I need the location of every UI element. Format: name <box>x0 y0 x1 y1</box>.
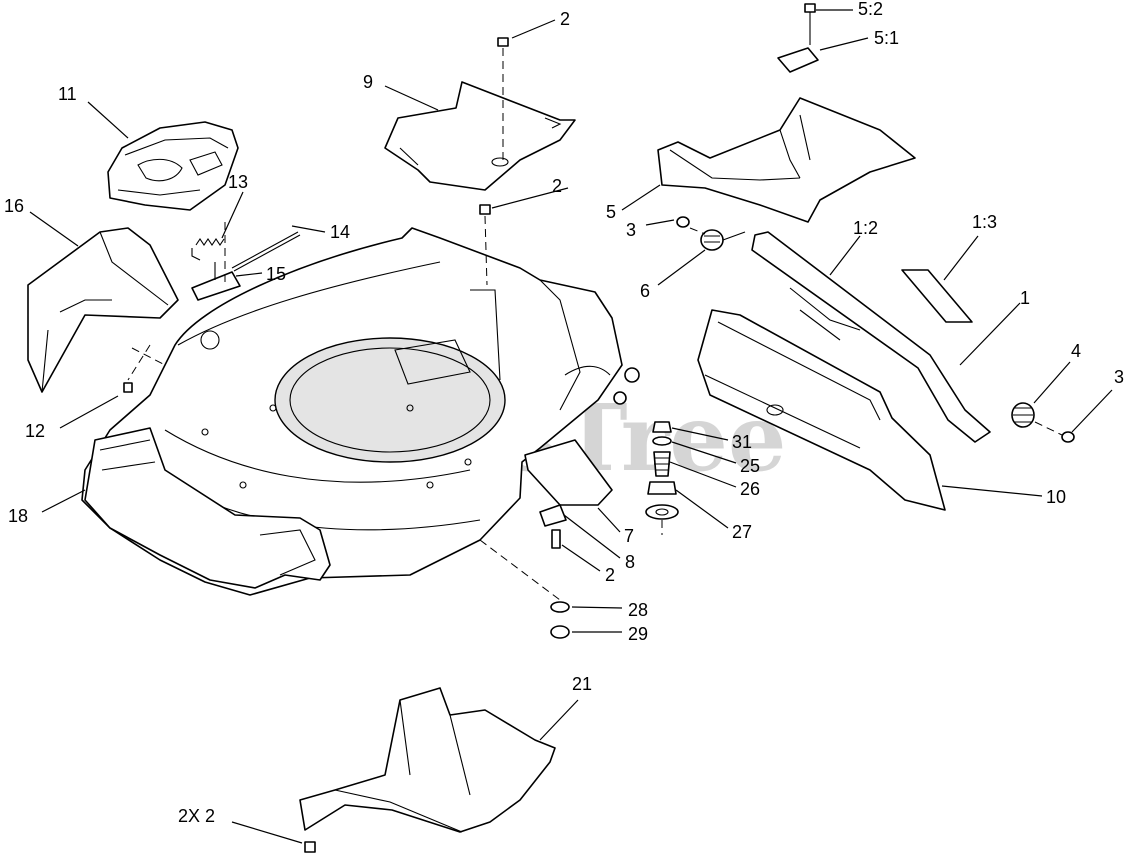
part-5-discharge-chute <box>657 97 916 223</box>
part-14-rod <box>231 231 301 272</box>
callout-25: 25 <box>740 456 760 476</box>
part-3-washer-right <box>1061 431 1075 443</box>
part-13-spring <box>191 238 225 261</box>
callout-26: 26 <box>740 479 760 499</box>
part-1-rear-door-rod <box>751 231 991 443</box>
callout-31: 31 <box>732 432 752 452</box>
part-1-3-decal <box>901 269 973 323</box>
callout-2-mid: 2 <box>552 176 562 196</box>
part-8-clip <box>539 504 567 527</box>
part-4-spring <box>1011 402 1035 428</box>
callout-3-right: 3 <box>1114 367 1124 387</box>
callout-5-2: 5:2 <box>858 0 883 19</box>
part-26-spring <box>653 451 671 477</box>
callout-7: 7 <box>624 526 634 546</box>
part-2-screw-shield <box>304 841 316 853</box>
callout-3-left: 3 <box>626 220 636 240</box>
part-29-nut <box>550 625 570 639</box>
callout-2-top: 2 <box>560 9 570 29</box>
part-5-2-screw <box>804 3 816 45</box>
callout-2x2: 2X 2 <box>178 806 215 826</box>
callout-4: 4 <box>1071 341 1081 361</box>
part-27-gear <box>645 481 679 520</box>
callout-28: 28 <box>628 600 648 620</box>
callout-15: 15 <box>266 264 286 284</box>
callout-29: 29 <box>628 624 648 644</box>
callout-1-3: 1:3 <box>972 212 997 232</box>
part-31-knob <box>652 421 672 433</box>
callout-11: 11 <box>58 84 77 104</box>
part-10-rear-door <box>697 309 946 511</box>
part-18-front-bumper <box>84 427 331 589</box>
callout-18: 18 <box>8 506 28 526</box>
part-2-screw-mid <box>479 204 491 215</box>
callout-9: 9 <box>363 72 373 92</box>
callout-1: 1 <box>1020 288 1030 308</box>
part-15-bracket <box>191 262 241 301</box>
callout-labels: 2 5:2 5:1 11 9 2 5 13 16 14 15 3 1:2 1:3… <box>4 0 1124 826</box>
part-6-torsion-spring <box>700 229 746 251</box>
callout-8: 8 <box>625 552 635 572</box>
callout-27: 27 <box>732 522 752 542</box>
callout-6: 6 <box>640 281 650 301</box>
callout-16: 16 <box>4 196 24 216</box>
callout-10: 10 <box>1046 487 1066 507</box>
part-5-1-clip <box>777 47 819 73</box>
part-2-screw-low <box>551 529 561 549</box>
part-28-washer <box>550 601 570 613</box>
part-16-side-shroud <box>27 227 179 393</box>
callout-12: 12 <box>25 421 45 441</box>
callout-14: 14 <box>330 222 350 242</box>
callout-2-low: 2 <box>605 565 615 585</box>
callout-1-2: 1:2 <box>853 218 878 238</box>
leader-lines <box>29 9 1113 844</box>
part-25-washer <box>652 436 672 446</box>
part-21-lower-shield <box>299 687 556 833</box>
part-9-top-plate <box>384 81 576 191</box>
assembly-lines <box>127 48 1063 601</box>
callout-13: 13 <box>228 172 248 192</box>
part-2-screw-top <box>497 37 509 47</box>
callout-21: 21 <box>572 674 592 694</box>
callout-5-1: 5:1 <box>874 28 899 48</box>
part-3-washer-left <box>676 216 690 228</box>
part-12-screw <box>123 382 133 393</box>
callout-5: 5 <box>606 202 616 222</box>
part-7-plate <box>524 439 613 506</box>
part-11-console-cover <box>107 121 239 211</box>
